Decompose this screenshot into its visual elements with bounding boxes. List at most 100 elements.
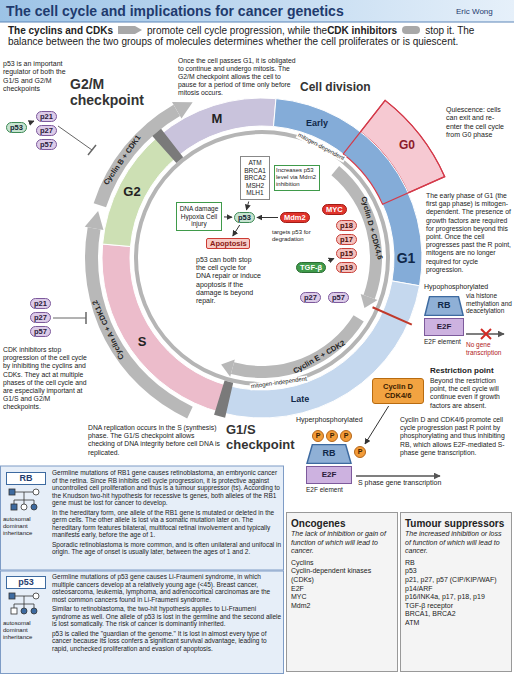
cdk-inhibitor: p27 — [30, 312, 51, 323]
connector-arrow — [246, 202, 248, 211]
note-text: E2F element — [306, 486, 343, 494]
node-label: p53 — [238, 213, 251, 222]
paragraph: p53 is called the "guardian of the genom… — [52, 630, 282, 653]
connector-arrow — [224, 216, 232, 217]
ring-label: mitogen-dependent — [296, 131, 347, 163]
rb-panel — [1, 466, 284, 570]
phase-name: G1 — [397, 250, 416, 267]
phase-name: Early — [306, 118, 328, 129]
cdk-inhibitor: p21 — [36, 111, 57, 122]
author: Eric Wong — [456, 7, 493, 17]
intro-text: promote cell cycle progression, while th… — [147, 25, 327, 36]
note-text: S phase gene transcription — [358, 479, 448, 487]
note-text: The early phase of G1 (the first gap pha… — [426, 192, 512, 274]
gene-table: OncogenesThe lack of inhibition or gain … — [286, 512, 398, 672]
checkpoint-title: G2/M checkpoint — [70, 76, 170, 108]
table-item: p53 — [405, 567, 507, 576]
node-label: p15 — [340, 249, 353, 258]
gene-tag: p53 — [6, 576, 46, 589]
node-label: E2F — [425, 319, 463, 335]
note-text: Once the cell passes G1, it is obligated… — [178, 57, 296, 97]
checkpoint-bar — [152, 129, 183, 163]
note-box: Increases p53 level via Mdm2 inhibition — [274, 165, 320, 191]
state-label: Hyperphosphorylated — [296, 416, 363, 424]
cyclin-label: Cyclin A + CDK1,2 — [90, 299, 125, 361]
text-column: The cyclins and CDKs promote cell cycle p… — [8, 25, 508, 47]
node-label: p19 — [340, 263, 353, 272]
table-heading: Oncogenes — [291, 517, 393, 530]
cdk-inhibitor: p21 — [30, 298, 51, 309]
node-label: p27 — [304, 293, 317, 302]
paragraph: Similar to retinoblastoma, the two-hit h… — [52, 605, 282, 628]
cdk-inhibitor: p57 — [36, 139, 57, 150]
table-item: p21, p27, p57 (CIP/KIP/WAF) — [405, 576, 507, 585]
ink-pill: p18 — [336, 220, 357, 231]
cell-cycle-ring — [85, 98, 445, 418]
section-title: Cell division — [300, 80, 371, 94]
cyclin-arrowhead — [361, 294, 378, 308]
note-text: Cyclin D and CDK4/6 promote cell cycle p… — [400, 416, 512, 457]
p53-pill: p53 — [234, 212, 255, 223]
phase-segment — [221, 281, 420, 418]
oncogene-pill: Mdm2 — [280, 212, 310, 223]
cyclin-icon — [117, 25, 143, 35]
node-label: DNA damage Hypoxia Cell injury — [179, 205, 219, 228]
title-rule — [0, 22, 514, 23]
note-text: p53 can both stop the cell cycle for DNA… — [196, 256, 262, 305]
table-item: TGF-β receptor — [405, 602, 507, 611]
rb-protein: RB — [424, 296, 464, 316]
connector-arrow — [257, 217, 278, 218]
note-text: Quiescence: cells can exit and re-enter … — [446, 106, 510, 140]
table-item: p16/INK4a, p17, p18, p19 — [405, 593, 507, 602]
connector-arrow — [29, 121, 34, 123]
table-item: Mdm2 — [291, 602, 393, 611]
phase-name: G0 — [399, 138, 415, 152]
cyclin-label: Cyclin B + CDK1 — [101, 133, 142, 186]
phosphate-circle: P — [326, 430, 338, 442]
ink-pill: p17 — [336, 234, 357, 245]
phase-name: G2 — [123, 184, 140, 200]
node-label: p57 — [34, 327, 47, 336]
rb-outline — [307, 444, 351, 463]
red-cross — [481, 329, 491, 339]
inhibitor-icon — [401, 25, 421, 35]
cdk-inhibitor: p57 — [328, 292, 349, 303]
node-label: p57 — [332, 293, 345, 302]
checkpoint-title: G1/S checkpoint — [226, 422, 300, 452]
state-label: Hypophosphorylated — [424, 283, 488, 291]
node-label: RB — [424, 296, 464, 314]
paragraph: Sporadic retinoblastoma is more common, … — [52, 541, 282, 556]
node-label: TGF-β — [300, 263, 322, 272]
node-label: Mdm2 — [284, 213, 306, 222]
connector-arrow — [328, 258, 334, 260]
node-label: P — [355, 447, 365, 457]
paragraph: Germline mutations of RB1 gene causes re… — [52, 469, 282, 507]
phosphate-circle: P — [354, 446, 366, 458]
ink-pill: p15 — [336, 248, 357, 259]
node-label: p57 — [40, 140, 53, 149]
table-item: ATM — [405, 619, 507, 628]
inner-ring — [136, 132, 388, 384]
table-item: MYC — [291, 593, 393, 602]
pedigree-icon — [9, 489, 39, 510]
text-column: Germline mutations of RB1 gene causes re… — [52, 469, 282, 558]
node-label: Apoptosis — [210, 239, 246, 248]
inheritance-label: autosomal dominant inheritance — [3, 620, 49, 641]
checkpoint-bar — [214, 380, 233, 417]
gene-tag: RB — [6, 472, 46, 485]
rb-outline — [425, 296, 463, 315]
node-label: P — [341, 431, 351, 441]
node-label: p21 — [34, 299, 47, 308]
cyclin-label: Cyclin D + CDK4,6 — [359, 195, 385, 260]
s-phase-arrow — [356, 475, 440, 477]
table-item: p14/ARF — [405, 585, 507, 594]
stress-box: DNA damage Hypoxia Cell injury — [176, 202, 222, 231]
node-label: p53 — [10, 123, 23, 132]
tgf-pill: TGF-β — [296, 262, 326, 273]
intro-text: The cyclins and CDKs — [8, 25, 113, 36]
cyclin-band — [85, 227, 193, 418]
phase-name: Late — [291, 394, 310, 405]
node-label: RB — [306, 444, 352, 462]
cyclin-band — [231, 315, 364, 378]
note-text: targets p53 for degradation — [272, 229, 312, 243]
